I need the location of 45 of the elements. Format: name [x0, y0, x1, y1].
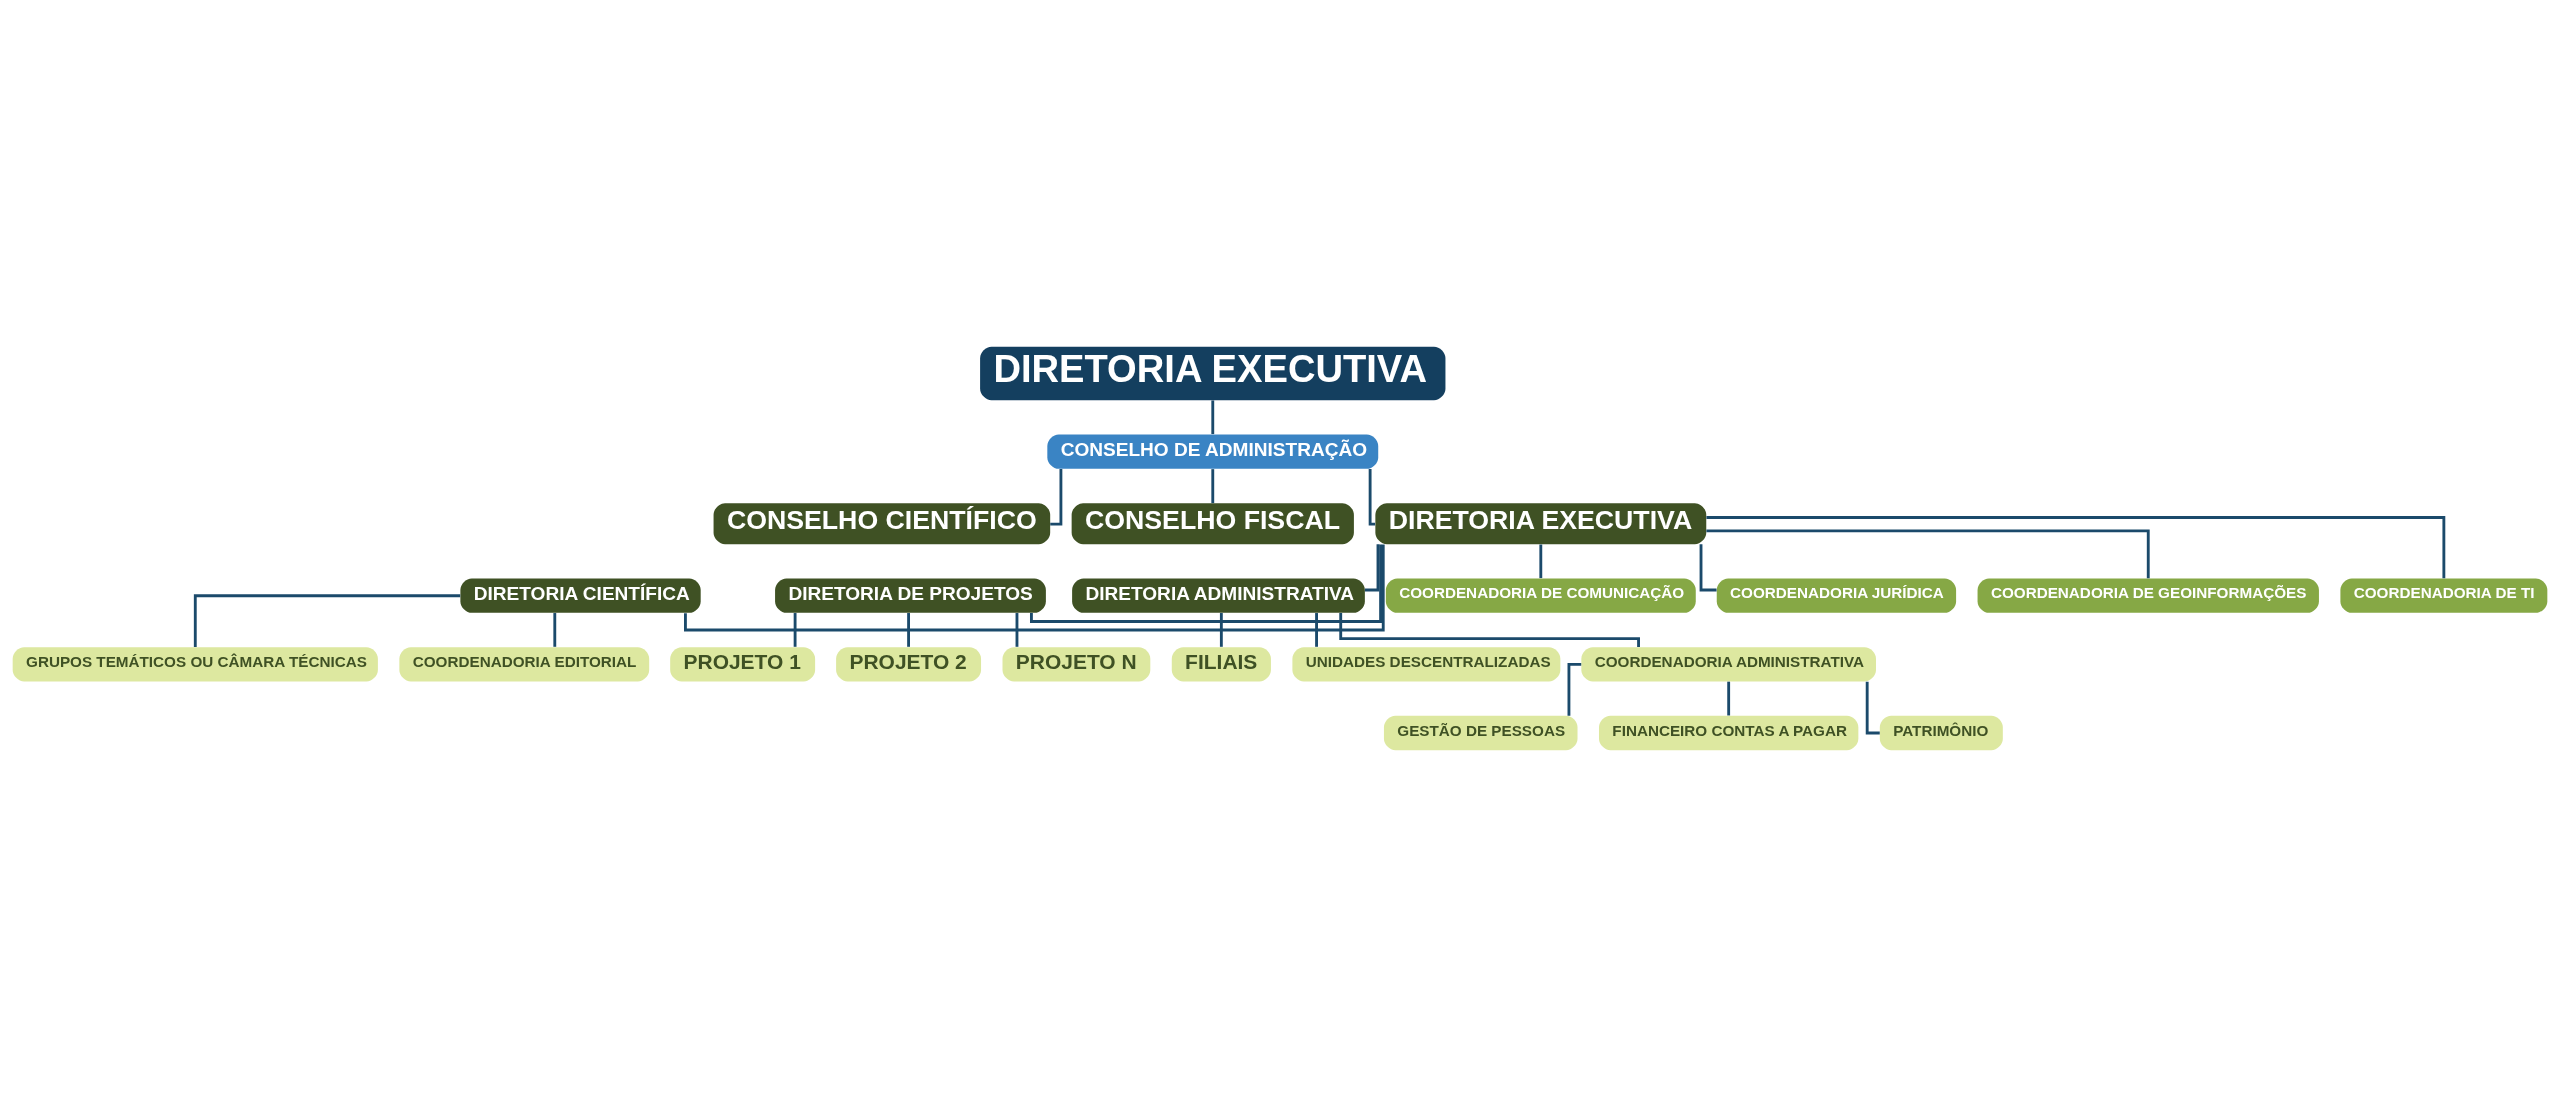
node-box: GESTÃO DE PESSOAS: [1383, 715, 1578, 751]
connector: [1567, 662, 1582, 716]
node-box: PATRIMÔNIO: [1879, 715, 2003, 751]
node-box: DIRETORIA CIENTÍFICA: [460, 578, 701, 613]
connector: [1015, 613, 1019, 647]
connector: [907, 613, 910, 647]
node-box: PROJETO 2: [836, 647, 982, 682]
node-box: FINANCEIRO CONTAS A PAGAR: [1599, 715, 1859, 751]
node-box: GRUPOS TEMÁTICOS OU CÂMARA TÉCNICAS: [12, 647, 378, 682]
connector: [1219, 613, 1223, 647]
connector: [1364, 544, 1380, 592]
node-box: PROJETO 1: [670, 647, 816, 682]
node-box: DIRETORIA DE PROJETOS: [775, 578, 1046, 613]
node-box: FILIAIS: [1171, 647, 1271, 682]
node-box: PROJETO N: [1002, 647, 1151, 682]
node-box: UNIDADES DESCENTRALIZADAS: [1292, 647, 1561, 682]
connector: [193, 594, 461, 648]
node-box: CONSELHO DE ADMINISTRAÇÃO: [1047, 434, 1379, 469]
node-box: CONSELHO FISCAL: [1071, 503, 1354, 545]
connector: [1865, 681, 1880, 735]
connector: [1211, 469, 1215, 504]
node-box: DIRETORIA ADMINISTRATIVA: [1072, 578, 1365, 613]
node-box: COORDENADORIA DE COMUNICAÇÃO: [1385, 578, 1696, 613]
node-box: DIRETORIA EXECUTIVA: [1375, 503, 1707, 545]
connector: [1315, 613, 1318, 647]
connector: [1368, 468, 1376, 526]
node-box: COORDENADORIA DE TI: [2340, 578, 2548, 613]
node-box: COORDENADORIA DE GEOINFORMAÇÕES: [1977, 578, 2319, 613]
connector: [1211, 400, 1215, 435]
connector: [793, 613, 797, 647]
connector: [1339, 612, 1640, 648]
connector: [1706, 529, 2150, 579]
connector: [553, 613, 557, 647]
connector: [1030, 544, 1383, 623]
node-box: COORDENADORIA JURÍDICA: [1716, 578, 1957, 613]
node-box: COORDENADORIA ADMINISTRATIVA: [1581, 647, 1876, 682]
connector: [1706, 516, 2446, 579]
connector: [1727, 681, 1731, 716]
node-box: COORDENADORIA EDITORIAL: [399, 647, 650, 682]
node-box: DIRETORIA EXECUTIVA: [980, 346, 1446, 401]
connector: [1539, 544, 1543, 579]
connector: [1699, 544, 1717, 592]
node-box: CONSELHO CIENTÍFICO: [713, 503, 1051, 545]
connector: [684, 544, 1385, 632]
connector: [1050, 468, 1063, 526]
